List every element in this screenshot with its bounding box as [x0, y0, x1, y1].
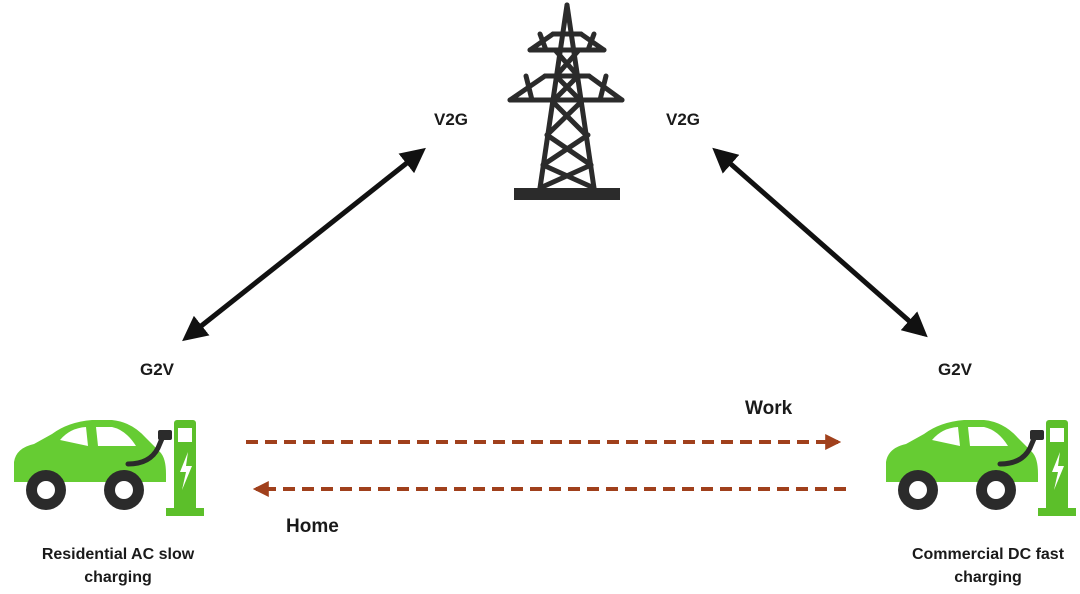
v2g-label-right: V2G [666, 110, 701, 129]
work-label: Work [745, 398, 793, 419]
commercial-car-icon [886, 420, 1039, 510]
left-v2g-g2v-arrow [182, 147, 426, 342]
v2g-label-left: V2G [434, 110, 469, 129]
right-v2g-g2v-arrow [712, 147, 928, 338]
commercial-caption-line2: charging [954, 569, 1022, 586]
commercial-caption-line1: Commercial DC fast [911, 546, 1065, 563]
residential-caption: Residential AC slow charging [18, 543, 218, 589]
commercial-charging-station-icon [1030, 420, 1076, 516]
residential-charging-station-icon [158, 420, 204, 516]
g2v-label-left: G2V [140, 360, 175, 379]
residential-caption-line2: charging [84, 569, 152, 586]
home-label: Home [286, 516, 339, 537]
residential-car-icon [14, 420, 167, 510]
commercial-caption: Commercial DC fast charging [898, 543, 1078, 589]
residential-caption-line1: Residential AC slow [41, 546, 195, 563]
g2v-label-right: G2V [938, 360, 973, 379]
transmission-tower-icon [507, 2, 625, 200]
